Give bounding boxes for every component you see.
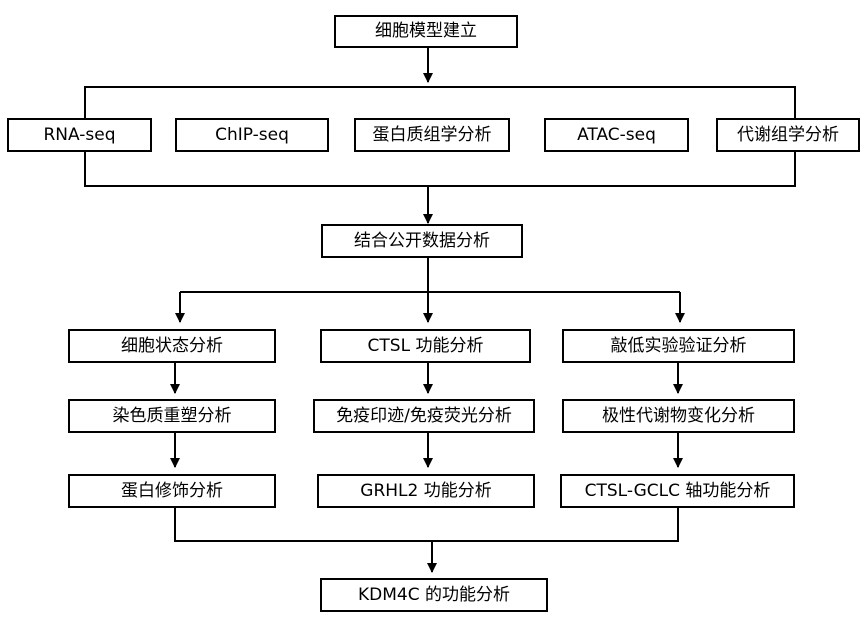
left-branch-box-1: 细胞状态分析 <box>68 329 276 363</box>
left-branch-label-2: 染色质重塑分析 <box>112 405 232 426</box>
final-box: KDM4C 的功能分析 <box>320 578 548 612</box>
integration-box: 结合公开数据分析 <box>321 224 523 258</box>
merge-bracket <box>174 508 679 542</box>
omics-label-metabolomics: 代谢组学分析 <box>737 124 839 145</box>
middle-branch-box-2: 免疫印迹/免疫荧光分析 <box>313 399 535 433</box>
right-branch-label-2: 极性代谢物变化分析 <box>602 405 755 426</box>
left-branch-box-3: 蛋白修饰分析 <box>68 474 276 508</box>
omics-bracket-top <box>84 86 796 118</box>
start-label: 细胞模型建立 <box>375 21 477 41</box>
omics-box-metabolomics: 代谢组学分析 <box>716 118 860 152</box>
final-label: KDM4C 的功能分析 <box>358 584 510 605</box>
left-branch-label-1: 细胞状态分析 <box>121 335 223 356</box>
omics-box-atac-seq: ATAC-seq <box>544 118 689 152</box>
right-branch-box-2: 极性代谢物变化分析 <box>562 399 795 433</box>
middle-branch-box-1: CTSL 功能分析 <box>320 329 531 363</box>
omics-box-chip-seq: ChIP-seq <box>175 118 329 152</box>
omics-label-atac-seq: ATAC-seq <box>577 124 656 145</box>
left-branch-label-3: 蛋白修饰分析 <box>121 480 223 501</box>
integration-label: 结合公开数据分析 <box>354 230 490 251</box>
omics-bracket-bottom <box>84 152 796 187</box>
right-branch-label-3: CTSL-GCLC 轴功能分析 <box>584 480 771 501</box>
start-box: 细胞模型建立 <box>334 15 518 48</box>
omics-box-proteomics: 蛋白质组学分析 <box>354 118 510 152</box>
omics-label-proteomics: 蛋白质组学分析 <box>372 124 492 145</box>
omics-box-rna-seq: RNA-seq <box>7 118 152 152</box>
middle-branch-label-2: 免疫印迹/免疫荧光分析 <box>336 405 512 426</box>
right-branch-label-1: 敲低实验验证分析 <box>610 335 747 356</box>
omics-label-rna-seq: RNA-seq <box>43 124 116 145</box>
right-branch-box-1: 敲低实验验证分析 <box>562 329 795 363</box>
right-branch-box-3: CTSL-GCLC 轴功能分析 <box>560 474 795 508</box>
omics-label-chip-seq: ChIP-seq <box>215 124 289 145</box>
middle-branch-box-3: GRHL2 功能分析 <box>317 474 535 508</box>
middle-branch-label-1: CTSL 功能分析 <box>367 335 484 356</box>
left-branch-box-2: 染色质重塑分析 <box>68 399 276 433</box>
middle-branch-label-3: GRHL2 功能分析 <box>360 480 492 501</box>
